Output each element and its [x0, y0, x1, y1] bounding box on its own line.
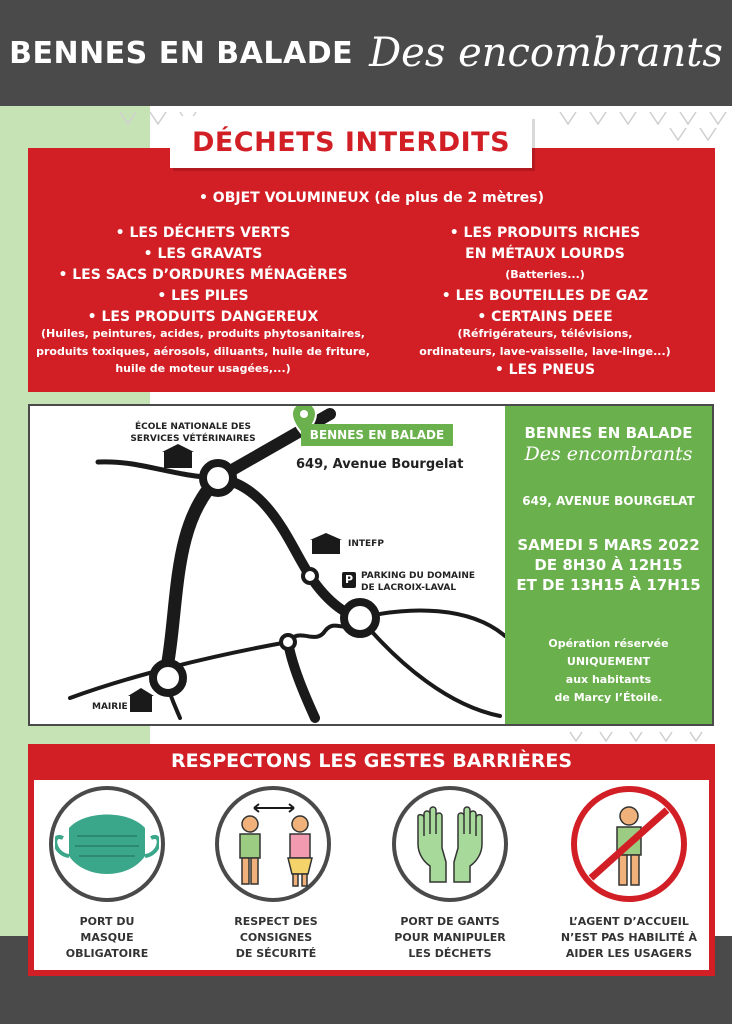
map-mairie-label: MAIRIE: [92, 702, 128, 712]
map-parking-line2: DE LACROIX-LAVAL: [361, 583, 457, 593]
forbidden-left-6: (Huiles, peintures, acides, produits phy…: [41, 327, 365, 340]
forbidden-left-8: huile de moteur usagées,...): [115, 362, 291, 375]
info-note-3: aux habitants: [565, 673, 652, 686]
barrier-caption-agent: L’AGENT D’ACCUEIL N’EST PAS HABILITÉ À A…: [549, 914, 709, 962]
parking-icon: [342, 572, 356, 588]
forbidden-right-1: • LES PRODUITS RICHES: [449, 225, 641, 241]
forbidden-left-4: • LES PILES: [157, 288, 249, 304]
footer-edge: [716, 940, 732, 1024]
map-parking-label: PARKING DU DOMAINE DE LACROIX-LAVAL: [361, 570, 475, 594]
forbidden-right-5: • CERTAINS DEEE: [477, 309, 613, 325]
forbidden-left-2: • LES GRAVATS: [143, 246, 263, 262]
distance-icon: [239, 803, 313, 887]
caption-line: L’AGENT D’ACCUEIL: [569, 915, 689, 928]
gloves-icon: [417, 806, 483, 883]
forbidden-title-box: DÉCHETS INTERDITS: [170, 116, 532, 168]
forbidden-title: DÉCHETS INTERDITS: [191, 126, 511, 158]
mask-icon: [55, 814, 159, 874]
caption-line: DE SÉCURITÉ: [235, 947, 317, 960]
caption-line: PORT DE GANTS: [400, 915, 500, 928]
info-title: BENNES EN BALADE: [524, 424, 693, 442]
pin-label: BENNES EN BALADE: [309, 428, 445, 442]
caption-line: PORT DU: [79, 915, 135, 928]
forbidden-right-4: • LES BOUTEILLES DE GAZ: [441, 288, 649, 304]
page-title: BENNES EN BALADE Des encombrants: [0, 0, 732, 106]
info-note-2: UNIQUEMENT: [566, 655, 651, 668]
info-script: Des encombrants: [524, 443, 693, 465]
building-icon: [128, 688, 154, 712]
info-note-4: de Marcy l’Étoile.: [554, 691, 663, 704]
barrier-caption-gloves: PORT DE GANTS POUR MANIPULER LES DÉCHETS: [370, 914, 530, 962]
gloves-circle: [392, 786, 508, 902]
forbidden-left-1: • LES DÉCHETS VERTS: [115, 225, 291, 241]
caption-line: LES DÉCHETS: [408, 947, 492, 960]
barrier-caption-distance: RESPECT DES CONSIGNES DE SÉCURITÉ: [196, 914, 356, 962]
forbidden-left-5: • LES PRODUITS DANGEREUX: [87, 309, 319, 325]
pin-label-box: [301, 424, 453, 446]
building-icon: [310, 533, 342, 554]
map-school-label: ÉCOLE NATIONALE DES SERVICES VÉTÉRINAIRE…: [128, 421, 258, 445]
parking-letter: P: [344, 573, 354, 586]
barrier-title: RESPECTONS LES GESTES BARRIÈRES: [170, 750, 573, 772]
caption-line: POUR MANIPULER: [394, 931, 506, 944]
map-school-line2: SERVICES VÉTÉRINAIRES: [130, 434, 256, 444]
road-map: [68, 406, 505, 723]
forbidden-right-3: (Batteries...): [505, 268, 585, 281]
caption-line: CONSIGNES: [239, 931, 313, 944]
map-address: 649, Avenue Bourgelat: [296, 457, 464, 472]
barrier-caption-mask: PORT DU MASQUE OBLIGATOIRE: [27, 914, 187, 962]
forbidden-left-3: • LES SACS D’ORDURES MÉNAGÈRES: [58, 267, 348, 283]
caption-line: MASQUE: [80, 931, 134, 944]
caption-line: OBLIGATOIRE: [65, 947, 149, 960]
forbidden-right-6: (Réfrigérateurs, télévisions,: [457, 327, 633, 340]
forbidden-right-7: ordinateurs, lave-vaisselle, lave-linge.…: [419, 345, 671, 358]
info-date-2: DE 8H30 À 12H15: [534, 556, 683, 574]
forbidden-right-2: EN MÉTAUX LOURDS: [465, 246, 625, 262]
info-note-1: Opération réservée: [548, 637, 669, 650]
caption-line: N’EST PAS HABILITÉ À: [560, 931, 698, 944]
title-script-text: Des encombrants: [369, 30, 723, 76]
event-info-panel: [505, 406, 712, 724]
map-parking-line1: PARKING DU DOMAINE: [361, 571, 476, 581]
no-assistance-icon: [588, 806, 670, 886]
title-main-text: BENNES EN BALADE: [9, 35, 354, 71]
distance-circle: [215, 786, 331, 902]
info-address: 649, AVENUE BOURGELAT: [522, 494, 695, 508]
forbidden-left-7: produits toxiques, aérosols, diluants, h…: [36, 345, 370, 358]
forbidden-right-8: • LES PNEUS: [494, 362, 596, 378]
map-school-line1: ÉCOLE NATIONALE DES: [135, 422, 251, 432]
caption-line: AIDER LES USAGERS: [565, 947, 693, 960]
forbidden-waste-panel: [28, 148, 715, 392]
info-date-3: ET DE 13H15 À 17H15: [516, 576, 701, 594]
info-date-1: SAMEDI 5 MARS 2022: [517, 536, 700, 554]
caption-line: RESPECT DES: [234, 915, 318, 928]
building-icon: [162, 444, 194, 468]
header-bar: [0, 0, 732, 106]
map-intefp-label: INTEFP: [348, 539, 384, 549]
forbidden-top-item: • OBJET VOLUMINEUX (de plus de 2 mètres): [198, 190, 545, 206]
pattern-strip-lower: [569, 731, 703, 743]
